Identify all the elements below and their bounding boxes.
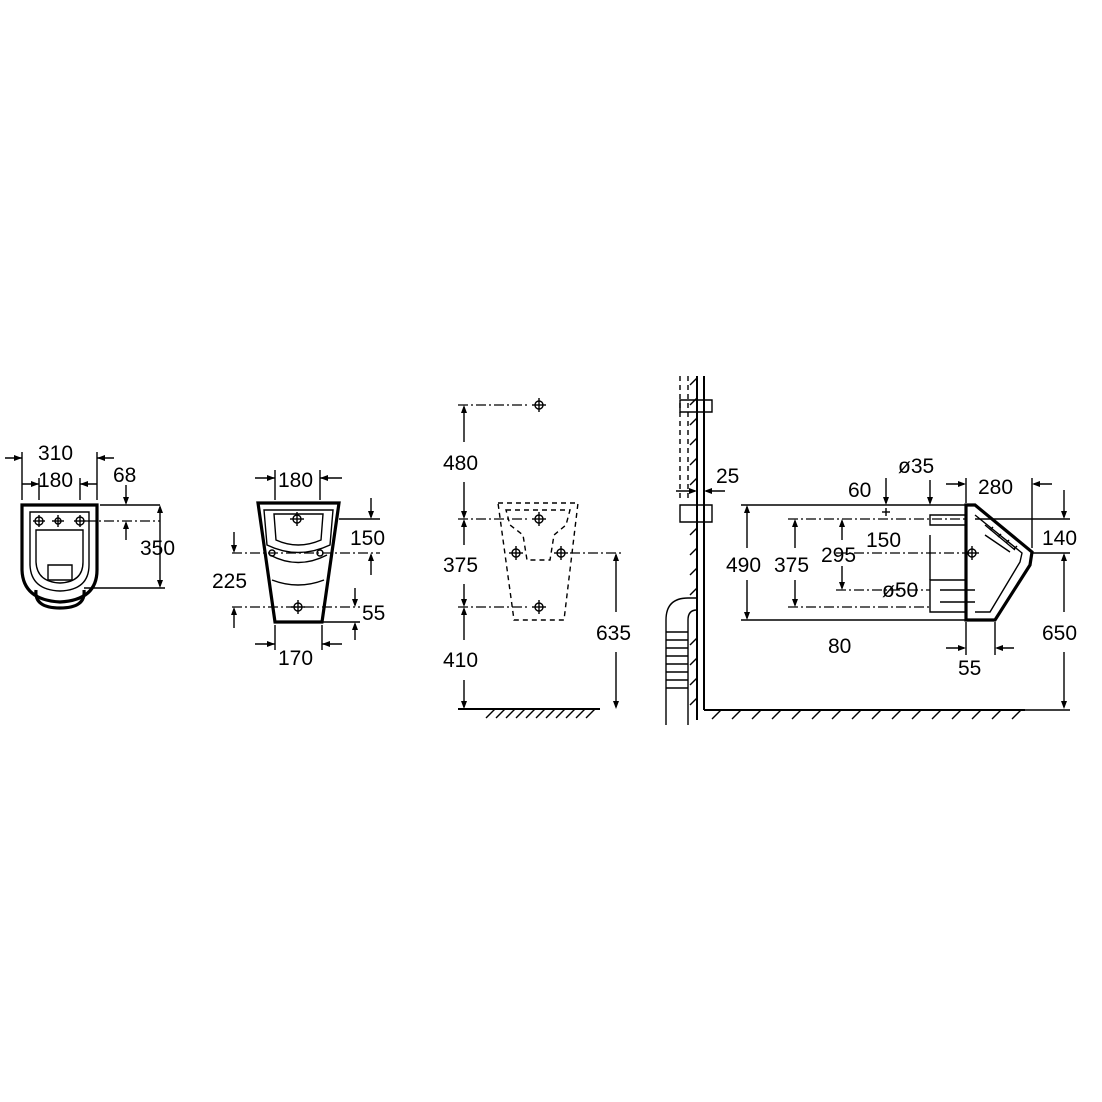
side-view-inlet-to-outlet: 295 <box>821 544 856 567</box>
side-view-outlet-diameter: ø50 <box>882 579 918 602</box>
back-view-bowl <box>263 509 334 554</box>
installation-bottom-hole <box>532 600 546 614</box>
side-view-wall-offset: 25 <box>716 465 739 488</box>
back-view-holes-to-lower: 225 <box>212 570 247 593</box>
installation-mid-hole-right <box>554 546 568 560</box>
side-view-waste-pipe <box>665 597 698 725</box>
installation-floor-to-lower: 410 <box>443 649 478 672</box>
installation-inlet-mark <box>532 398 546 412</box>
back-view-top-to-holes: 150 <box>350 527 385 550</box>
front-view: 310 180 68 350 <box>5 442 175 610</box>
installation-floor-to-mid: 635 <box>596 622 631 645</box>
back-view-top-width: 180 <box>278 469 313 492</box>
front-view-hole-right <box>74 515 86 527</box>
installation-front-view: 480 375 410 635 <box>443 398 631 719</box>
front-view-bowl <box>29 511 90 592</box>
side-view-inlet-diameter: ø35 <box>898 455 934 478</box>
side-view-inlet-height: 150 <box>866 529 901 552</box>
back-view: 180 150 225 55 170 <box>212 469 385 670</box>
front-view-bowl-inner <box>35 529 84 584</box>
side-view-outlet-offset: 55 <box>958 657 981 680</box>
side-view-top-offset: 140 <box>1042 527 1077 550</box>
side-view: 25 490 375 295 150 ø50 60 <box>665 376 1077 725</box>
back-view-top-hole <box>290 512 304 526</box>
front-view-height: 350 <box>140 537 175 560</box>
side-view-hole <box>965 546 979 560</box>
front-view-hole-left <box>33 515 45 527</box>
installation-top-hole <box>532 512 546 526</box>
side-view-depth: 280 <box>978 476 1013 499</box>
side-view-overall-height: 490 <box>726 554 761 577</box>
back-view-bottom-width: 170 <box>278 647 313 670</box>
side-view-bottom-offset: 80 <box>828 635 851 658</box>
front-view-body <box>20 503 99 604</box>
front-view-hole-spacing: 180 <box>38 469 73 492</box>
front-view-inlet <box>52 515 64 527</box>
side-view-hole-spacing: 375 <box>774 554 809 577</box>
front-view-hole-offset: 68 <box>113 464 136 487</box>
side-view-supply-pipe <box>679 376 689 500</box>
installation-inlet-above: 480 <box>443 452 478 475</box>
side-view-inlet-offset: 60 <box>848 479 871 502</box>
installation-hole-spacing: 375 <box>443 554 478 577</box>
side-view-floor-to-rim: 650 <box>1042 622 1077 645</box>
back-view-lower-offset: 55 <box>362 602 385 625</box>
installation-mid-hole-left <box>509 546 523 560</box>
front-view-width: 310 <box>38 442 73 465</box>
side-view-body <box>964 503 1034 622</box>
